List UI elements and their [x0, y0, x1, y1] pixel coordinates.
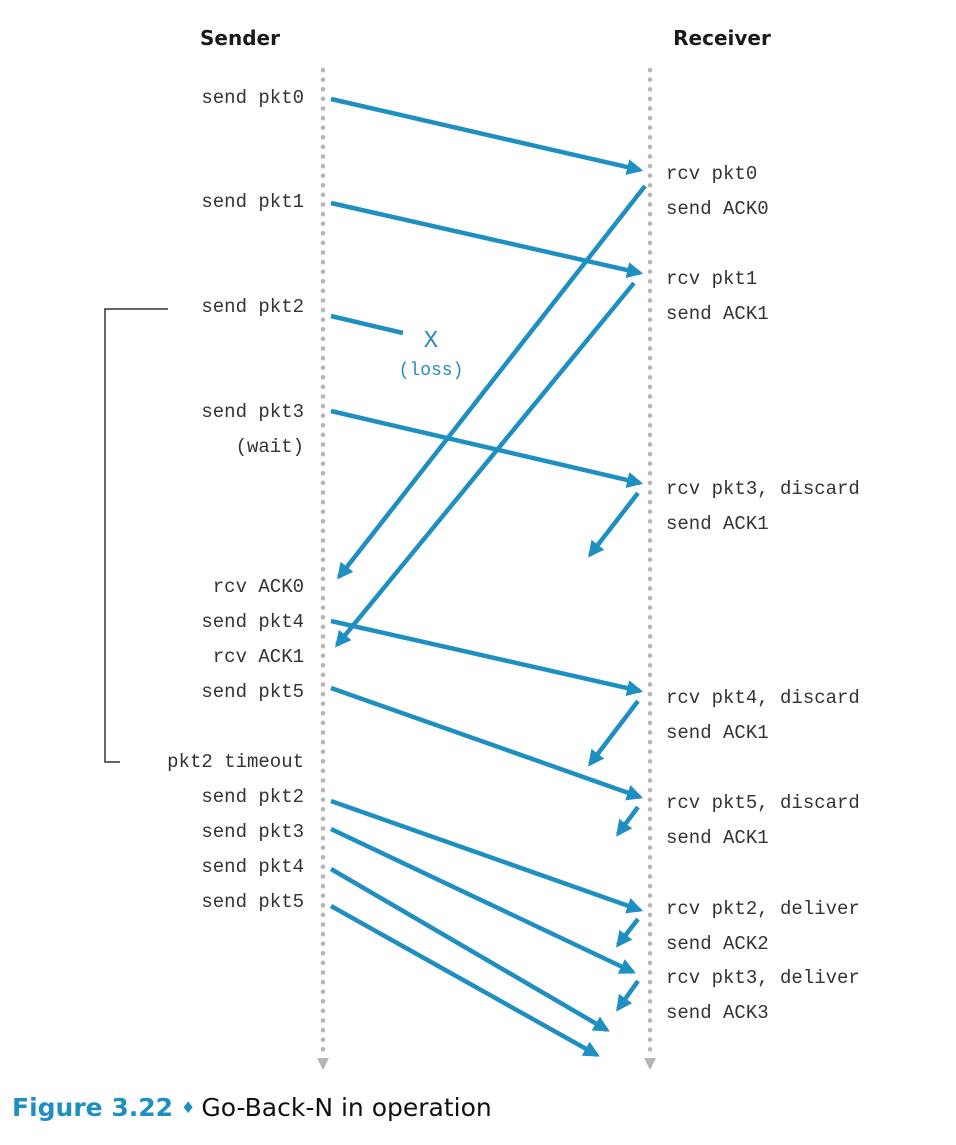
sender-labels: send pkt0 send pkt1 send pkt2 send pkt3 … — [167, 87, 304, 913]
arrow-pkt3-resend — [330, 826, 636, 975]
receiver-label: rcv pkt0 — [666, 163, 757, 185]
arrow-ack2 — [616, 917, 640, 948]
arrow-pkt2-resend — [330, 798, 644, 914]
sender-label: send pkt2 — [201, 296, 304, 318]
receiver-label: send ACK0 — [666, 198, 769, 220]
arrow-pkt4 — [330, 618, 644, 697]
figure-caption: Figure 3.22 ♦ Go-Back-N in operation — [12, 1093, 492, 1122]
sender-label: send pkt2 — [201, 786, 304, 808]
receiver-label: rcv pkt1 — [666, 268, 757, 290]
receiver-timeline-arrowhead — [644, 1058, 656, 1070]
arrow-pkt1 — [330, 200, 644, 279]
sender-timeline-arrowhead — [317, 1058, 329, 1070]
sender-label: send pkt5 — [201, 891, 304, 913]
sender-label: send pkt4 — [201, 856, 304, 878]
loss-mark: X — [424, 328, 438, 355]
sender-label: send pkt0 — [201, 87, 304, 109]
receiver-timeline — [644, 67, 656, 1070]
arrow-ack1-after-pkt5 — [616, 805, 640, 837]
sender-label: send pkt5 — [201, 681, 304, 703]
arrow-pkt5-resend — [329, 904, 600, 1057]
sender-label: pkt2 timeout — [167, 751, 304, 773]
receiver-label: send ACK3 — [666, 1002, 769, 1024]
figure-title: Go-Back-N in operation — [201, 1093, 492, 1122]
ack-arrows — [334, 184, 647, 1012]
receiver-label: rcv pkt5, discard — [666, 792, 860, 814]
receiver-label: rcv pkt3, discard — [666, 478, 860, 500]
loss-label: (loss) — [399, 361, 464, 381]
receiver-label: send ACK1 — [666, 303, 769, 325]
figure-number: Figure 3.22 — [12, 1093, 174, 1122]
sender-label: rcv ACK1 — [213, 646, 304, 668]
receiver-label: rcv pkt3, deliver — [666, 967, 860, 989]
arrow-pkt5 — [330, 685, 644, 801]
receiver-header: Receiver — [673, 26, 771, 50]
arrow-pkt2-lost — [330, 313, 404, 336]
receiver-label: send ACK1 — [666, 513, 769, 535]
receiver-labels: rcv pkt0 send ACK0 rcv pkt1 send ACK1 rc… — [666, 163, 860, 1024]
caption-separator: ♦ — [181, 1098, 196, 1117]
timeout-bracket — [104, 308, 168, 763]
receiver-label: send ACK1 — [666, 722, 769, 744]
receiver-label: rcv pkt4, discard — [666, 687, 860, 709]
receiver-label: send ACK1 — [666, 827, 769, 849]
sender-label: send pkt1 — [201, 191, 304, 213]
sender-label: send pkt4 — [201, 611, 304, 633]
arrow-ack3 — [616, 979, 640, 1012]
arrow-ack1-after-pkt3 — [588, 491, 640, 558]
receiver-label: send ACK2 — [666, 933, 769, 955]
sender-timeline — [317, 67, 329, 1070]
sender-label: rcv ACK0 — [213, 576, 304, 598]
arrow-ack1-after-pkt4 — [588, 699, 640, 767]
go-back-n-diagram: Sender Receiver send pkt0 send pkt1 send… — [104, 26, 860, 1070]
arrow-ack1 — [334, 281, 636, 648]
arrow-pkt0 — [330, 96, 644, 175]
sender-label: send pkt3 — [201, 821, 304, 843]
arrow-ack0 — [337, 184, 647, 580]
sender-label: send pkt3 — [201, 401, 304, 423]
arrow-pkt3 — [330, 408, 644, 488]
sender-label: (wait) — [236, 436, 304, 458]
sender-header: Sender — [200, 26, 280, 50]
arrow-pkt4-resend — [329, 867, 610, 1032]
receiver-label: rcv pkt2, deliver — [666, 898, 860, 920]
packet-arrows — [329, 96, 644, 1057]
